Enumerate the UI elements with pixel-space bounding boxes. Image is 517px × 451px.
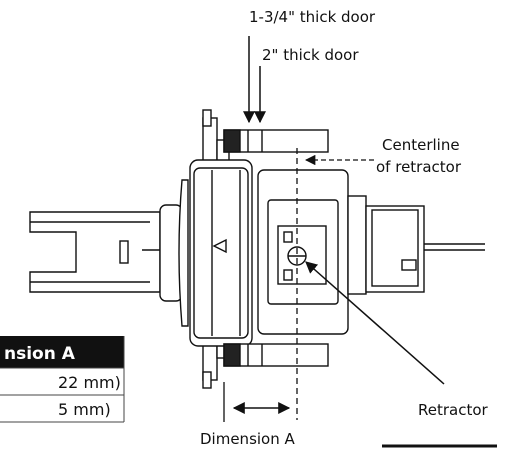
stud-bottom [223,343,329,367]
table-header: nsion A [4,344,76,364]
retractor-assembly-drawing [29,109,485,389]
latch-chassis [257,169,349,335]
door-1-3-4-label: 1-3/4" thick door [249,8,376,26]
spindle-housing [29,211,161,293]
motor-housing [347,195,425,295]
door-thickness-arrows [243,36,266,124]
table-header-bg [0,336,124,368]
wire-lead [424,243,485,251]
table-row: 5 mm) [58,400,111,419]
table-row: 22 mm) [58,373,121,392]
retractor-leader [305,261,445,385]
rose-body [189,159,253,347]
retractor-label: Retractor [418,401,489,419]
centerline-label-line2: of retractor [376,158,462,176]
dimension-table: nsion A 22 mm) 5 mm) [0,336,125,423]
hub-collar [178,179,189,327]
door-2-label: 2" thick door [262,46,359,64]
stud-top [223,129,329,153]
dimension-a-label: Dimension A [200,430,295,448]
centerline-label-line1: Centerline [382,136,460,154]
